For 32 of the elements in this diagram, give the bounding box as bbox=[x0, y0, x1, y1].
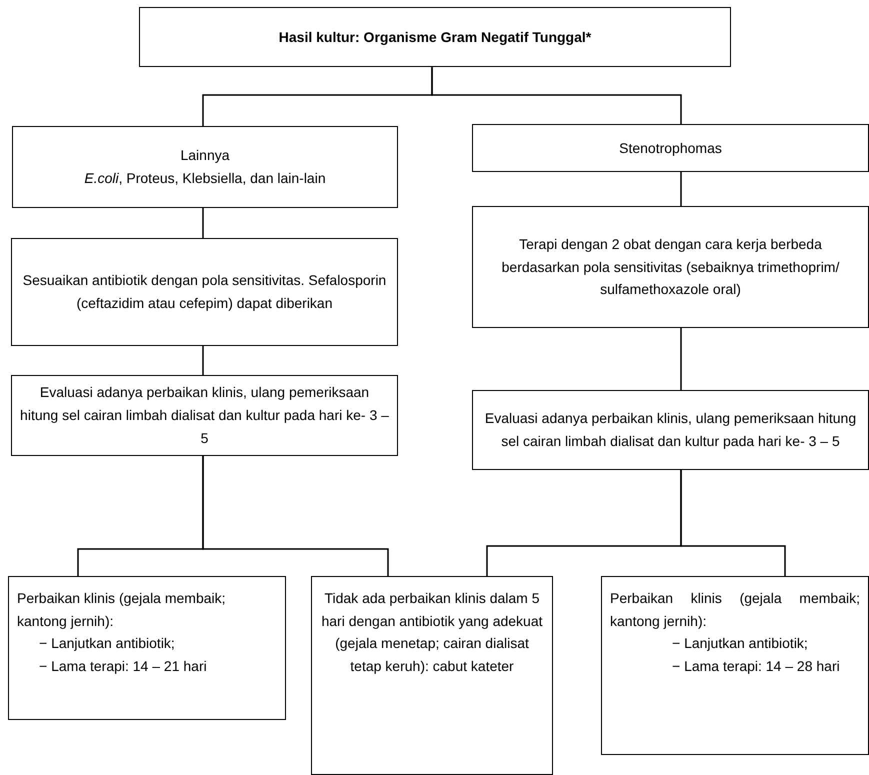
box-text: Lainnya bbox=[179, 146, 231, 166]
box-text: Evaluasi adanya perbaikan klinis, ulang pemeriksaan hitung sel cairan limbah dialisat dan kultur pada hari ke- 3 – 5 bbox=[20, 383, 389, 448]
process-box bbox=[472, 124, 869, 172]
box-text: Perbaikan klinis (gejala membaik; kantong jernih): bbox=[610, 589, 860, 631]
bullet-item: − Lama terapi: 14 – 21 hari bbox=[38, 657, 208, 676]
connector-line bbox=[680, 328, 682, 390]
process-box bbox=[12, 126, 398, 208]
bullet-item: − Lanjutkan antibiotik; bbox=[38, 634, 176, 654]
process-box bbox=[11, 238, 398, 346]
connector-line bbox=[202, 456, 389, 576]
box-text: Evaluasi adanya perbaikan klinis, ulang pemeriksaan hitung sel cairan limbah dialisat dan kultur pada hari ke- 3 – 5 bbox=[484, 409, 858, 451]
box-text: Perbaikan klinis (gejala membaik; kantong jernih): bbox=[17, 589, 227, 631]
box-text: Tidak ada perbaikan klinis dalam 5 hari dengan antibiotik yang adekuat (gejala menetap; cairan dialisat tetap keruh): cabut kateter bbox=[320, 589, 544, 676]
box-text: Sesuaikan antibiotik dengan pola sensitivitas. Sefalosporin (ceftazidim atau cefepim) dapat diberikan bbox=[22, 271, 388, 313]
process-box bbox=[139, 7, 731, 67]
process-box bbox=[8, 576, 286, 720]
bullet-item: − Lanjutkan antibiotik; bbox=[671, 634, 809, 654]
connector-line bbox=[202, 346, 204, 375]
box-text: E.coli, Proteus, Klebsiella, dan lain-lain bbox=[83, 169, 327, 188]
process-box bbox=[601, 576, 869, 755]
connector-line bbox=[680, 470, 786, 576]
bullet-item: − Lama terapi: 14 – 28 hari bbox=[671, 657, 841, 676]
process-box bbox=[472, 206, 869, 328]
connector-line bbox=[202, 208, 204, 238]
connector-line bbox=[431, 67, 682, 124]
process-box bbox=[11, 375, 398, 456]
process-box bbox=[311, 576, 553, 775]
process-box bbox=[472, 390, 869, 470]
connector-line bbox=[680, 172, 682, 206]
box-text: Stenotrophomas bbox=[618, 138, 723, 158]
box-text: Terapi dengan 2 obat dengan cara kerja berbeda berdasarkan pola sensitivitas (sebaiknya trimethoprim/ sulfamethoxazole oral) bbox=[500, 234, 840, 300]
box-text: Hasil kultur: Organisme Gram Negatif Tunggal* bbox=[278, 28, 592, 47]
